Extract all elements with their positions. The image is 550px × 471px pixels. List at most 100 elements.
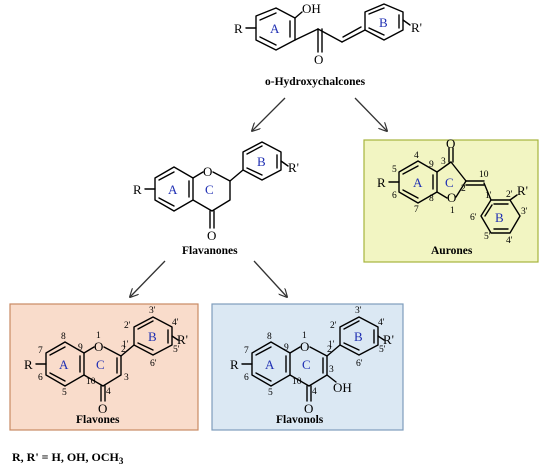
aurone-num-9: 9 (429, 160, 434, 170)
flavone-name: Flavones (76, 414, 120, 426)
flavonol-num-3p: 3' (355, 306, 362, 316)
flavone-ring-a-label: A (59, 357, 69, 372)
flavonol-box (211, 303, 404, 431)
flavone-num-6: 6 (38, 373, 43, 383)
flavonol-num-6: 6 (244, 373, 249, 383)
flavonol-num-9: 9 (284, 343, 289, 353)
aurone-ring-c-label: C (445, 175, 454, 190)
flavonol-num-1p: 1' (328, 340, 335, 350)
flavonol-r-prime-label: R' (383, 332, 394, 347)
chalcone-structure: R OH A O B R' (234, 1, 422, 67)
flavonol-structure: R A O C O OH B R' 1 2 3 4 5 6 7 8 9 10 1… (230, 306, 394, 416)
aurone-num-4: 4 (414, 151, 419, 161)
flavone-num-9: 9 (78, 343, 83, 353)
flavone-num-4: 4 (106, 387, 111, 397)
flavone-r-label: R (24, 357, 33, 372)
aurone-num-5p: 5' (484, 232, 491, 242)
flavone-num-5: 5 (62, 388, 67, 398)
flavonol-num-5: 5 (268, 388, 273, 398)
arrow-to-flavonols (253, 260, 287, 297)
aurone-ring-oxygen: O (447, 190, 456, 205)
arrow-to-flavanones (252, 97, 286, 131)
flavonol-num-2: 2 (327, 345, 332, 355)
flavanone-structure: R A O C O B R' (133, 141, 299, 243)
aurone-num-2p: 2' (506, 190, 513, 200)
flavonol-num-4: 4 (312, 387, 317, 397)
flavonol-hydroxyl-label: OH (333, 380, 352, 395)
flavonol-ring-b-label: B (354, 329, 363, 344)
flavanone-name: Flavanones (182, 245, 238, 257)
chalcone-ring-b-label: B (379, 15, 388, 30)
aurone-name: Aurones (431, 245, 473, 257)
flavonol-num-6p: 6' (356, 359, 363, 369)
flavone-num-3p: 3' (149, 306, 156, 316)
flavone-num-6p: 6' (150, 359, 157, 369)
aurone-ring-a-label: A (413, 175, 423, 190)
flavone-num-1: 1 (96, 331, 101, 341)
flavanone-r-prime-label: R' (288, 160, 299, 175)
flavone-box (9, 303, 199, 431)
flavone-num-10: 10 (86, 377, 96, 387)
aurone-r-prime-label: R' (517, 183, 528, 198)
flavanone-oxygen-1: O (203, 164, 212, 179)
flavone-carbonyl-oxygen: O (98, 401, 107, 416)
aurone-num-8: 8 (429, 194, 434, 204)
aurone-r-label: R (377, 175, 386, 190)
flavone-structure: R A O C O B R' 1 2 3 4 5 6 7 8 9 10 1' 2… (24, 306, 188, 416)
arrow-to-aurones (354, 97, 387, 131)
aurone-num-10: 10 (479, 170, 489, 180)
aurone-num-6p: 6' (470, 213, 477, 223)
flavanone-ring-a-label: A (168, 182, 178, 197)
flavonol-num-5p: 5' (379, 345, 386, 355)
footnote-subscript: 3 (119, 456, 124, 466)
arrow-to-flavones (130, 260, 166, 297)
flavone-ring-b-label: B (148, 329, 157, 344)
flavanone-carbonyl-oxygen: O (207, 228, 216, 243)
flavone-oxygen-1: O (94, 339, 103, 354)
aurone-num-2: 2 (461, 184, 466, 194)
aurone-num-6: 6 (392, 191, 397, 201)
flavone-num-8: 8 (61, 332, 66, 342)
flavonol-carbonyl-oxygen: O (304, 401, 313, 416)
aurone-carbonyl-oxygen: O (446, 136, 455, 151)
chalcone-r-prime-label: R' (411, 20, 422, 35)
aurone-box (363, 139, 539, 263)
chalcone-ring-a-label: A (270, 21, 280, 36)
flavone-r-prime-label: R' (177, 332, 188, 347)
flavonol-name: Flavonols (276, 414, 324, 426)
flavonol-oxygen-1: O (300, 339, 309, 354)
flavone-num-1p: 1' (122, 340, 129, 350)
aurone-num-1p: 1' (485, 191, 492, 201)
flavonol-num-10: 10 (292, 377, 302, 387)
flavone-num-3: 3 (124, 373, 129, 383)
chalcone-carbonyl-oxygen: O (314, 52, 323, 67)
aurone-num-5: 5 (392, 165, 397, 175)
aurone-num-1: 1 (450, 206, 455, 216)
flavone-num-5p: 5' (173, 345, 180, 355)
aurone-num-3p: 3' (521, 207, 528, 217)
flavonol-ring-a-label: A (265, 357, 275, 372)
flavonol-ring-c-label: C (302, 357, 311, 372)
aurone-num-3: 3 (441, 157, 446, 167)
substituent-footnote: R, R' = H, OH, OCH3 (12, 450, 124, 466)
flavone-num-2p: 2' (124, 321, 131, 331)
aurone-num-7: 7 (414, 205, 419, 215)
flavanone-ring-c-label: C (205, 182, 214, 197)
flavonol-num-8: 8 (267, 332, 272, 342)
flavone-num-7: 7 (38, 346, 43, 356)
flavonol-num-1: 1 (302, 331, 307, 341)
aurone-num-4p: 4' (506, 236, 513, 246)
flavonol-num-7: 7 (244, 346, 249, 356)
flavonol-r-label: R (230, 357, 239, 372)
chalcone-r-label: R (234, 21, 243, 36)
flavone-num-4p: 4' (172, 318, 179, 328)
flavanone-ring-b-label: B (257, 154, 266, 169)
flavone-ring-c-label: C (96, 357, 105, 372)
flavone-num-2: 2 (121, 345, 126, 355)
flavonol-num-4p: 4' (378, 318, 385, 328)
chalcone-hydroxyl-label: OH (302, 1, 321, 16)
footnote-text: R, R' = H, OH, OCH (12, 450, 120, 464)
aurone-ring-b-label: B (495, 210, 504, 225)
